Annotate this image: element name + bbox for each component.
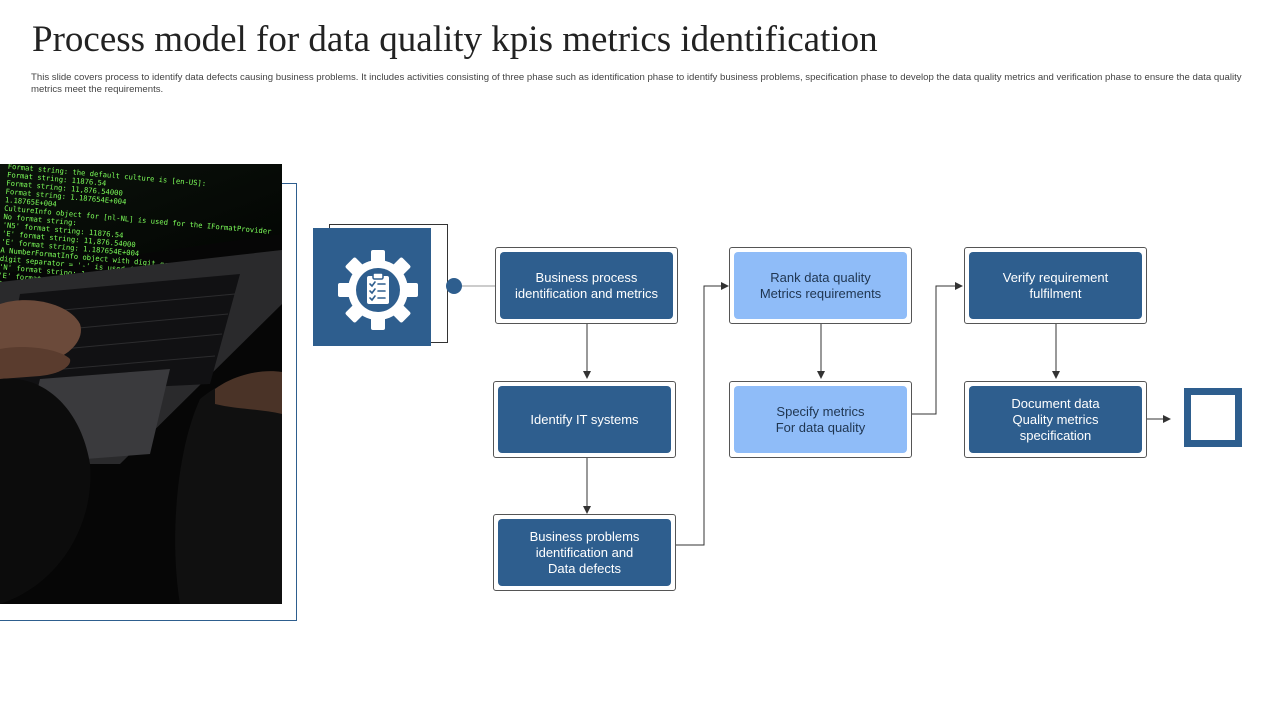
slide-title: Process model for data quality kpis metr… bbox=[32, 19, 878, 60]
step-specify-metrics: Specify metrics For data quality bbox=[729, 381, 912, 458]
step-document-data-quality: Document data Quality metrics specificat… bbox=[964, 381, 1147, 458]
slide-subtitle: This slide covers process to identify da… bbox=[31, 72, 1242, 95]
arrow-step3-to-step4 bbox=[676, 282, 729, 546]
step-label: Rank data quality Metrics requirements bbox=[734, 252, 907, 319]
step-label: Business process identification and metr… bbox=[500, 252, 673, 319]
square-outline-icon bbox=[1184, 388, 1242, 447]
terminal-line: 1.18765E+004 bbox=[5, 195, 58, 208]
connector-node-dot bbox=[446, 278, 462, 294]
step-label: Verify requirement fulfilment bbox=[969, 252, 1142, 319]
step-business-process-identification: Business process identification and metr… bbox=[495, 247, 678, 324]
gear-clipboard-box bbox=[313, 228, 431, 346]
gear-clipboard-checklist-icon bbox=[338, 250, 418, 330]
step-identify-it-systems: Identify IT systems bbox=[493, 381, 676, 458]
step-business-problems-identification: Business problems identification and Dat… bbox=[493, 514, 676, 591]
step-rank-data-quality: Rank data quality Metrics requirements bbox=[729, 247, 912, 324]
end-square-inner bbox=[1191, 395, 1235, 440]
step-label: Specify metrics For data quality bbox=[734, 386, 907, 453]
step-label: Identify IT systems bbox=[498, 386, 671, 453]
step-label: Business problems identification and Dat… bbox=[498, 519, 671, 586]
step-label: Document data Quality metrics specificat… bbox=[969, 386, 1142, 453]
laptop-terminal-photo: Format string: the default culture is [e… bbox=[0, 164, 282, 604]
step-verify-requirement: Verify requirement fulfilment bbox=[964, 247, 1147, 324]
arrow-step5-to-step6 bbox=[912, 282, 963, 415]
laptop-photo-illustration: Format string: the default culture is [e… bbox=[0, 164, 282, 604]
